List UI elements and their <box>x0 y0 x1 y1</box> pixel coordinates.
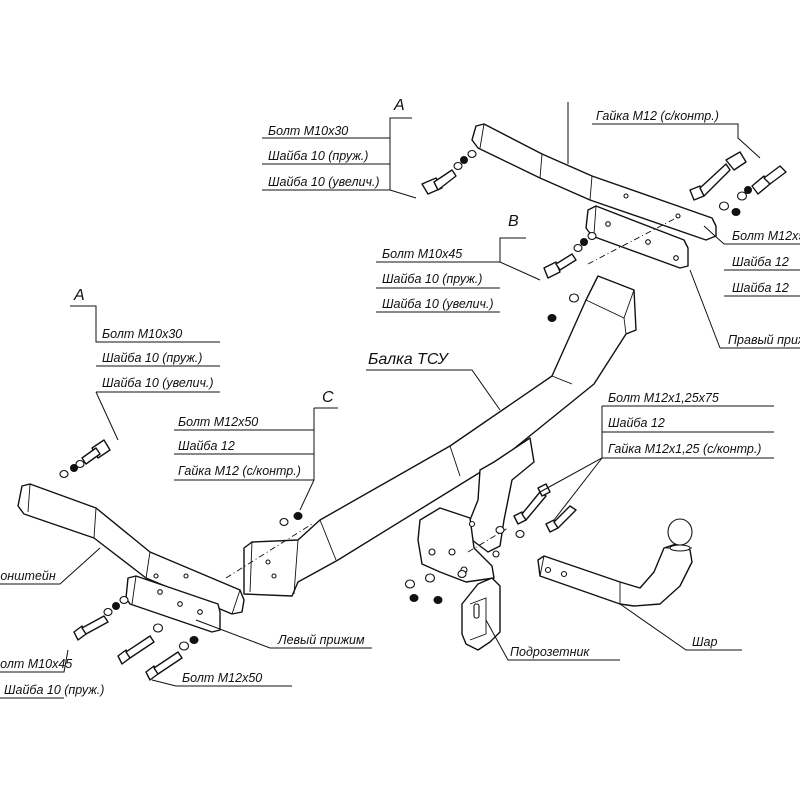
leader-line <box>151 679 177 687</box>
leader-line <box>70 305 220 343</box>
label-top-washer-wide: Шайба 10 (увелич.) <box>268 175 380 189</box>
label-right-bolt: Болт М12х50 <box>732 229 800 243</box>
fasteners-a <box>59 439 111 479</box>
leader-line <box>366 369 501 411</box>
leader-line <box>376 237 526 263</box>
label-right-clamp: Правый прижим <box>728 333 800 347</box>
leader-line <box>703 225 725 245</box>
axis-line <box>225 523 313 579</box>
leader-line <box>485 619 620 661</box>
label-br-bolt: Болт М12х1,25х75 <box>608 391 719 405</box>
leader-line <box>553 457 603 521</box>
label-beam: Балка ТСУ <box>368 351 449 368</box>
label-right-washer: Шайба 12 <box>732 255 789 269</box>
axis-line <box>587 215 681 265</box>
fasteners-c <box>279 512 303 527</box>
label-b-washer-wide: Шайба 10 (увелич.) <box>382 297 494 311</box>
callout-letter-top: A <box>393 97 405 114</box>
right-bracket <box>471 123 717 241</box>
tow-ball <box>537 518 693 607</box>
label-ball: Шар <box>692 635 717 649</box>
leader-line <box>0 547 101 585</box>
leader-line <box>689 269 721 349</box>
leader-line <box>195 619 372 649</box>
label-b-bolt: Болт М10х45 <box>382 247 462 261</box>
label-c-bolt: Болт М12х50 <box>178 415 258 429</box>
leader-line <box>619 603 742 651</box>
fasteners-bottom-right <box>404 483 577 604</box>
label-a-washer-wide: Шайба 10 (увелич.) <box>102 376 214 390</box>
label-c-washer: Шайба 12 <box>178 439 235 453</box>
leader-line <box>95 391 119 441</box>
label-top-washer-spring: Шайба 10 (пруж.) <box>268 149 368 163</box>
main-beam <box>243 275 637 597</box>
label-a-bolt: Болт М10х30 <box>102 327 182 341</box>
fasteners-bottom-left <box>73 595 199 681</box>
callout-letter-b: B <box>508 213 519 230</box>
fasteners-top-right <box>689 151 787 216</box>
leader-line <box>499 261 541 281</box>
leader-line <box>389 118 417 199</box>
label-a-washer-spring: Шайба 10 (пруж.) <box>102 351 202 365</box>
left-bracket <box>17 483 245 615</box>
label-br-nut: Гайка М12х1,25 (с/контр.) <box>608 442 761 456</box>
leader-line <box>299 408 315 511</box>
label-left-clamp: Левый прижим <box>277 633 365 647</box>
label-bl-washer-spring: Шайба 10 (пруж.) <box>4 683 104 697</box>
label-c-nut: Гайка М12 (с/контр.) <box>178 464 301 478</box>
callout-letter-a: A <box>73 287 85 304</box>
label-bl-bolt2: Болт М12х50 <box>182 671 262 685</box>
label-bl-bolt: Болт М10х45 <box>0 657 72 671</box>
fasteners-b <box>543 231 597 322</box>
label-top-bolt: Болт М10х30 <box>268 124 348 138</box>
leader-line <box>592 123 761 159</box>
right-clamp <box>585 205 689 269</box>
label-socket-plate: Подрозетник <box>510 645 590 659</box>
label-bracket: Кронштейн <box>0 569 56 583</box>
socket-plate <box>461 577 501 651</box>
label-br-washer: Шайба 12 <box>608 416 665 430</box>
label-nut-top: Гайка М12 (с/контр.) <box>596 109 719 123</box>
callout-letter-c: C <box>322 389 334 406</box>
label-right-washer2: Шайба 12 <box>732 281 789 295</box>
label-b-washer-spring: Шайба 10 (пруж.) <box>382 272 482 286</box>
fasteners-top <box>421 149 477 195</box>
leader-line <box>0 649 69 673</box>
